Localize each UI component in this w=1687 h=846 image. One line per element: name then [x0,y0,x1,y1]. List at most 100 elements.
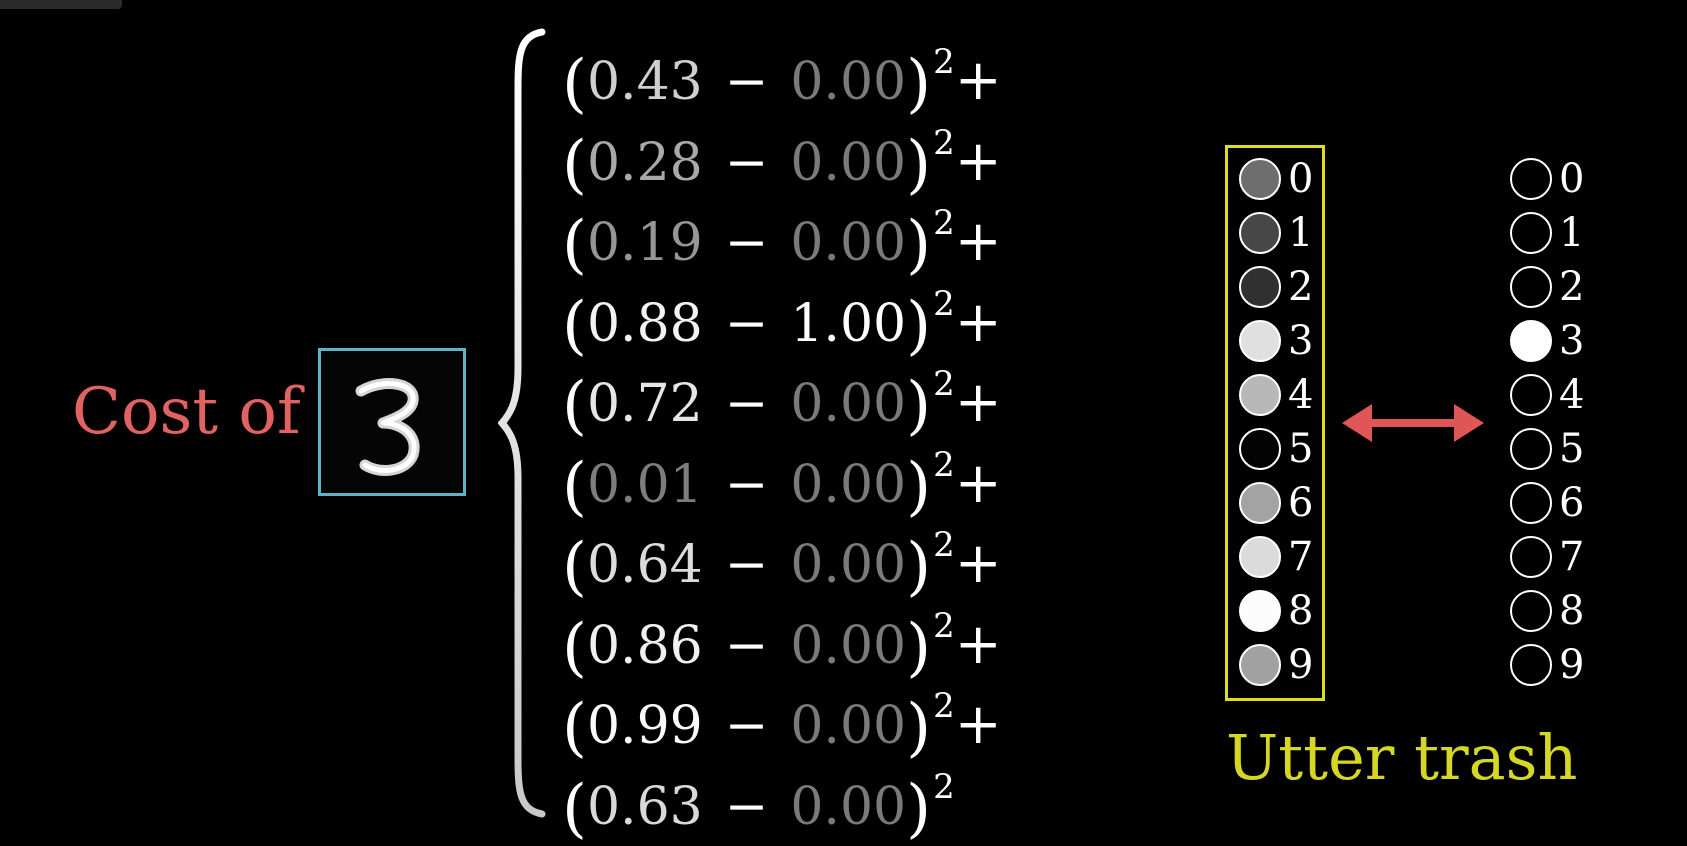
target-value: 1.00 [790,293,907,354]
target-neuron-label: 4 [1559,372,1585,418]
open-paren: ( [562,530,587,604]
target-neuron-label: 3 [1559,318,1585,364]
prediction-neuron [1239,374,1281,416]
target-value: 0.00 [790,213,907,273]
open-paren: ( [562,691,587,765]
exponent: 2 [933,605,955,646]
exponent: 2 [933,42,955,82]
close-paren: ) [906,47,932,121]
close-paren: ) [906,691,932,765]
cost-term: (0.43−0.00)2+ [562,45,1002,116]
close-paren: ) [906,449,932,524]
predicted-value: 0.86 [586,615,703,676]
target-neuron [1510,590,1552,632]
target-neuron-label: 0 [1559,156,1585,202]
exponent: 2 [933,525,955,565]
minus-sign: − [724,535,769,595]
close-paren: ) [906,208,932,282]
prediction-layer-box [1225,145,1325,701]
target-neuron [1510,374,1552,416]
minus-sign: − [724,293,769,354]
plus-sign: + [954,692,1002,757]
target-value: 0.00 [790,132,907,193]
minus-sign: − [724,213,769,273]
prediction-neuron [1239,428,1281,470]
cost-term: (0.63−0.00)2 [562,770,955,841]
prediction-neuron-label: 7 [1288,534,1314,580]
cost-term: (0.99−0.00)2+ [562,689,1002,760]
cost-term: (0.88−1.00)2+ [562,287,1002,358]
prediction-neuron [1239,212,1281,254]
predicted-value: 0.88 [586,293,703,354]
target-neuron [1510,536,1552,578]
cost-term: (0.64−0.00)2+ [562,528,1002,599]
target-value: 0.00 [790,535,907,595]
predicted-value: 0.72 [586,374,703,434]
prediction-neuron [1239,644,1281,686]
exponent: 2 [933,766,955,807]
double-headed-arrow-icon [1342,404,1484,442]
minus-sign: − [724,132,769,193]
exponent: 2 [933,203,955,243]
target-neuron [1510,158,1552,200]
open-paren: ( [562,127,587,202]
target-value: 0.00 [790,454,907,515]
prediction-neuron-label: 2 [1288,264,1314,310]
plus-sign: + [954,450,1002,516]
close-paren: ) [906,771,932,846]
target-neuron-label: 9 [1559,642,1585,688]
target-neuron [1510,212,1552,254]
target-value: 0.00 [790,52,907,112]
prediction-neuron-label: 3 [1288,318,1314,364]
target-neuron [1510,320,1552,362]
target-neuron-label: 7 [1559,534,1585,580]
plus-sign: + [954,370,1002,435]
plus-sign: + [954,531,1002,596]
predicted-value: 0.64 [586,535,703,595]
left-curly-brace-icon [498,28,546,818]
close-paren: ) [906,288,932,363]
prediction-neuron-label: 8 [1288,588,1314,634]
target-neuron-label: 5 [1559,426,1585,472]
video-progress-strip [0,0,122,9]
exponent: 2 [933,122,955,163]
target-value: 0.00 [790,776,907,837]
prediction-neuron [1239,158,1281,200]
predicted-value: 0.19 [586,213,703,273]
open-paren: ( [562,610,587,685]
target-neuron [1510,266,1552,308]
prediction-neuron [1239,590,1281,632]
target-value: 0.00 [790,374,907,434]
open-paren: ( [562,208,587,282]
cost-term: (0.86−0.00)2+ [562,609,1002,680]
cost-of-label: Cost of [72,375,301,449]
target-neuron [1510,428,1552,470]
input-digit-frame [318,348,466,496]
cost-term: (0.28−0.00)2+ [562,126,1002,197]
predicted-value: 0.63 [586,776,703,837]
predicted-value: 0.28 [586,132,703,193]
cost-term: (0.19−0.00)2+ [562,206,1002,277]
plus-sign: + [954,48,1002,113]
predicted-value: 0.43 [586,52,703,112]
utter-trash-caption: Utter trash [1226,721,1578,794]
prediction-neuron [1239,266,1281,308]
prediction-neuron [1239,482,1281,524]
plus-sign: + [954,209,1002,274]
prediction-neuron-label: 6 [1288,480,1314,526]
predicted-value: 0.99 [586,696,703,756]
minus-sign: − [724,615,769,676]
close-paren: ) [906,610,932,685]
open-paren: ( [562,47,587,121]
prediction-neuron-label: 0 [1288,156,1314,202]
prediction-neuron-label: 1 [1288,210,1314,256]
target-neuron-label: 6 [1559,480,1585,526]
open-paren: ( [562,369,587,443]
exponent: 2 [933,686,955,726]
target-neuron-label: 1 [1559,210,1585,256]
exponent: 2 [933,283,955,324]
close-paren: ) [906,369,932,443]
prediction-neuron-label: 9 [1288,642,1314,688]
plus-sign: + [954,128,1002,194]
minus-sign: − [724,696,769,756]
